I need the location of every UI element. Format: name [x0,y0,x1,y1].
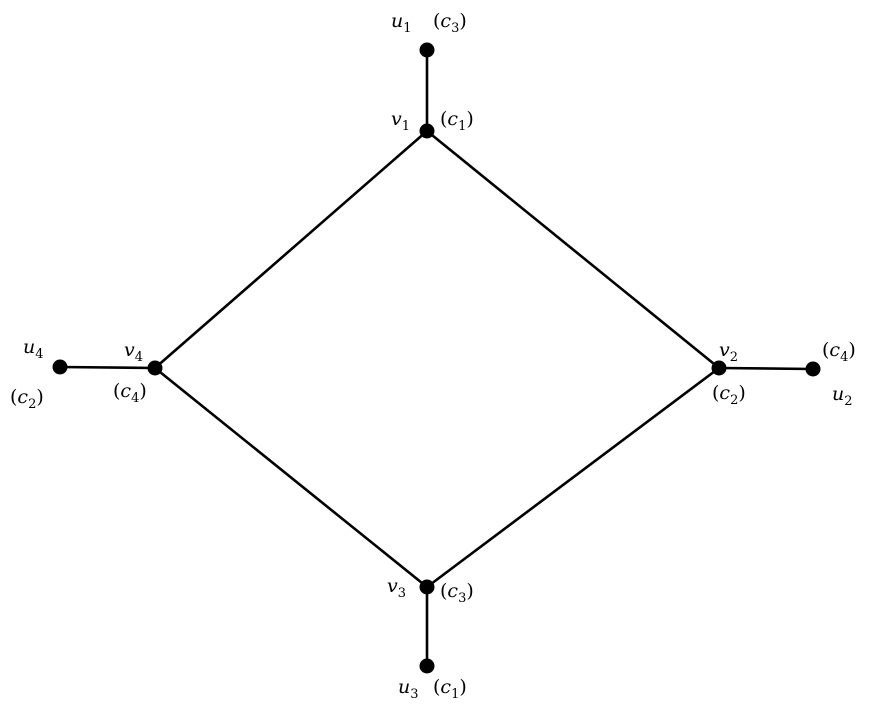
edge-v2-v3 [425,366,721,589]
vertex-label-v4: v4 [124,339,143,365]
vertex-u3 [419,658,435,674]
edge-v4-v1 [153,129,429,370]
vertex-u4 [52,359,68,375]
vertex-v3 [419,579,435,595]
color-label-v1: (c1) [440,108,474,134]
edge-v1-v2 [425,129,721,370]
vertex-label-v1: v1 [391,108,410,134]
color-label-u4: (c2) [10,386,44,412]
vertex-label-v2: v2 [719,339,738,365]
edge-v4-u4 [58,365,157,370]
labels-layer: u1 (c3) v1 (c1) v2 (c2) u2 (c4) v3 (c3) u3 (c1) v4 (c… [10,10,856,702]
vertex-label-u1: u1 [391,10,412,36]
edge-v3-v4 [153,366,429,589]
vertex-v4 [147,360,163,376]
vertex-label-u3: u3 [398,676,419,702]
color-label-u2: (c4) [822,339,856,365]
color-label-v2: (c2) [712,382,746,408]
vertex-label-u4: u4 [23,336,44,362]
edges-layer [58,48,815,668]
color-label-v4: (c4) [113,380,147,406]
color-label-u1: (c3) [433,10,467,36]
color-label-u3: (c1) [433,676,467,702]
vertex-v1 [419,123,435,139]
vertex-v2 [711,360,727,376]
vertex-u1 [419,42,435,58]
vertex-label-u2: u2 [832,383,853,409]
edge-v2-u2 [717,366,815,371]
vertex-u2 [805,361,821,377]
vertex-label-v3: v3 [387,575,406,601]
vertices-layer [52,42,821,674]
color-label-v3: (c3) [440,580,474,606]
